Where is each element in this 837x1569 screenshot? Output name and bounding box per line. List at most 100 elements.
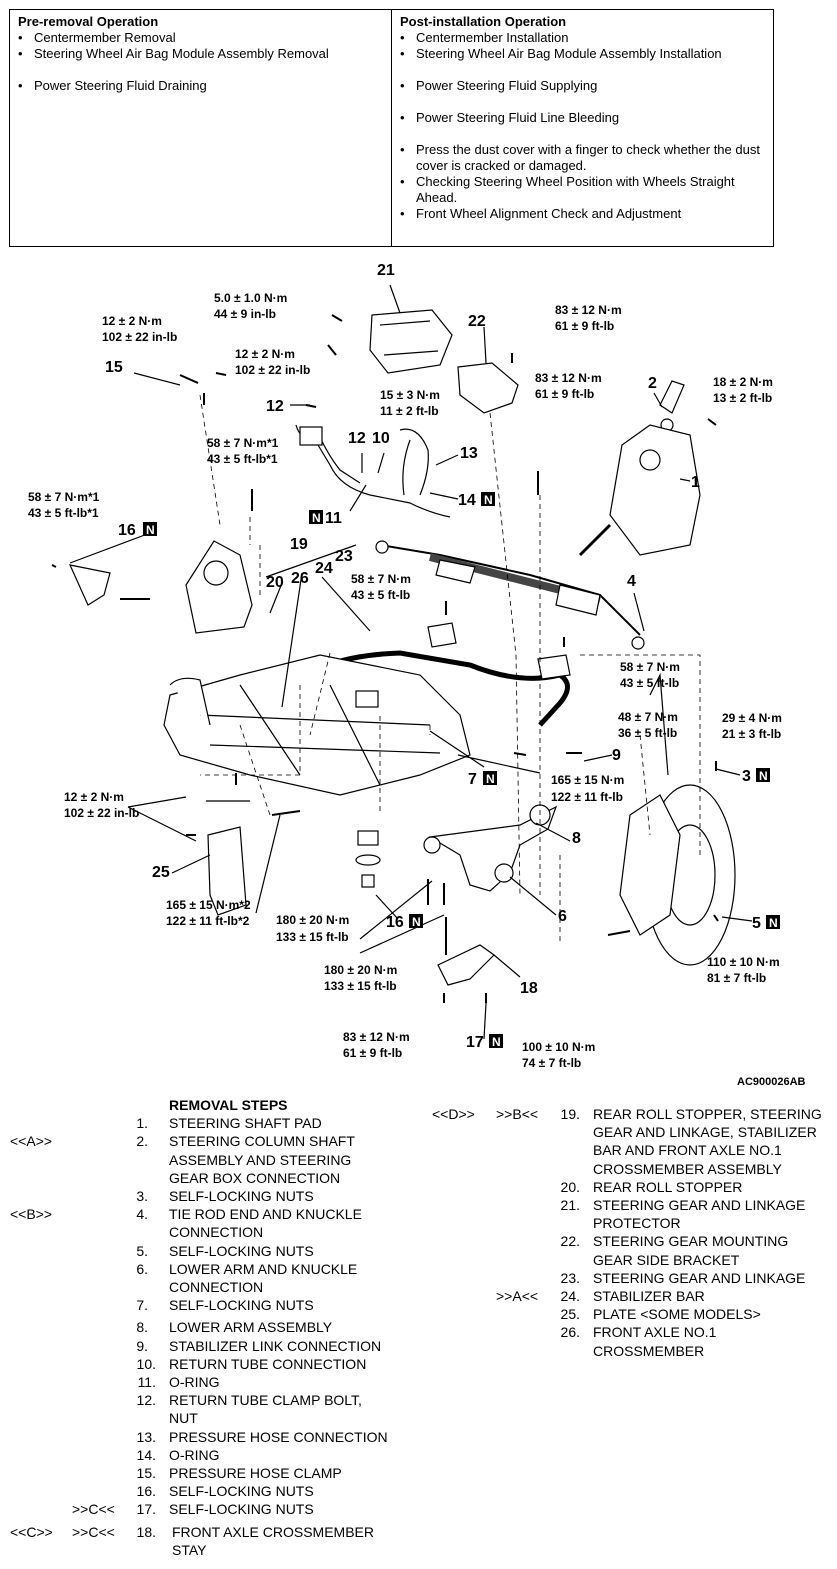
n-badge-5: N — [766, 915, 780, 930]
torque-label: 43 ± 5 ft-lb — [351, 588, 410, 602]
torque-label: 180 ± 20 N·m — [324, 963, 397, 977]
step-text: FRONT AXLE CROSSMEMBER STAY — [172, 1523, 375, 1558]
torque-label: 83 ± 12 N·m — [535, 371, 602, 385]
step-number: 25. — [560, 1306, 580, 1323]
torque-label: 11 ± 2 ft-lb — [380, 404, 439, 418]
torque-label: 12 ± 2 N·m — [102, 314, 162, 328]
torque-label: 18 ± 2 N·m — [713, 375, 773, 389]
torque-label: 122 ± 11 ft-lb*2 — [166, 914, 250, 928]
step-text: PLATE <SOME MODELS> — [593, 1306, 761, 1323]
pre-removal-item: Power Steering Fluid Draining — [18, 78, 383, 94]
callout-15: 15 — [105, 359, 123, 376]
step-text: LOWER ARM ASSEMBLY — [169, 1319, 333, 1336]
svg-text:N: N — [759, 769, 768, 783]
callout-11: 11 — [325, 510, 342, 527]
step-text: TIE ROD END AND KNUCKLE CONNECTION — [169, 1206, 362, 1241]
callout-16a: 16 — [118, 522, 136, 539]
torque-label: 5.0 ± 1.0 N·m — [214, 291, 287, 305]
step-row: 26. FRONT AXLE NO.1 CROSSMEMBER — [0, 1323, 773, 1359]
step-marker-post: >>A<< — [496, 1288, 539, 1305]
callout-12b: 12 — [348, 430, 366, 447]
torque-label: 43 ± 5 ft-lb*1 — [28, 506, 99, 520]
post-installation-item: Centermember Installation — [400, 30, 765, 46]
callout-13: 13 — [460, 445, 478, 462]
callout-4: 4 — [627, 573, 636, 590]
callout-24: 24 — [315, 560, 333, 577]
step-row: 10. RETURN TUBE CONNECTION — [0, 1355, 420, 1373]
callout-9: 9 — [612, 747, 621, 764]
callout-25: 25 — [152, 864, 170, 881]
torque-label: 61 ± 9 ft-lb — [535, 387, 594, 401]
step-row: 14. O-RING — [0, 1446, 420, 1464]
callout-10: 10 — [372, 430, 390, 447]
step-row: >>A<< 24. STABILIZER BAR — [0, 1287, 829, 1305]
step-number: 9. — [136, 1337, 148, 1354]
torque-label: 102 ± 22 in-lb — [64, 806, 139, 820]
removal-steps-right: <<D>> >>B<< 19. REAR ROLL STOPPER, STEER… — [0, 1105, 837, 1360]
step-row: 9. STABILIZER LINK CONNECTION — [0, 1337, 420, 1355]
callout-6: 6 — [558, 908, 567, 925]
svg-text:N: N — [146, 523, 155, 537]
torque-label: 58 ± 7 N·m*1 — [28, 490, 100, 504]
n-badge-16a: N — [143, 522, 157, 537]
post-installation-item: Front Wheel Alignment Check and Adjustme… — [400, 206, 765, 222]
step-number: 20. — [560, 1178, 580, 1195]
step-marker-pre: <<B>> — [10, 1206, 53, 1223]
torque-label: 29 ± 4 N·m — [722, 711, 782, 725]
torque-label: 102 ± 22 in-lb — [235, 363, 310, 377]
pre-removal-list: Centermember Removal Steering Wheel Air … — [18, 30, 383, 94]
torque-label: 74 ± 7 ft-lb — [522, 1056, 581, 1070]
step-text: FRONT AXLE NO.1 CROSSMEMBER — [593, 1324, 717, 1359]
post-installation-item: Checking Steering Wheel Position with Wh… — [400, 174, 765, 206]
torque-label: 36 ± 5 ft-lb — [618, 726, 677, 740]
callout-21: 21 — [377, 262, 395, 279]
callout-22: 22 — [468, 313, 486, 330]
step-row: 8. LOWER ARM ASSEMBLY — [0, 1318, 420, 1336]
step-marker-pre: <<D>> — [432, 1106, 475, 1122]
torque-label: 15 ± 3 N·m — [380, 388, 440, 402]
step-row: 25. PLATE <SOME MODELS> — [0, 1305, 829, 1323]
step-row: 5. SELF-LOCKING NUTS — [0, 1242, 420, 1260]
torque-label: 133 ± 15 ft-lb — [276, 930, 349, 944]
torque-label: 133 ± 15 ft-lb — [324, 979, 397, 993]
step-text: STABILIZER LINK CONNECTION — [169, 1337, 382, 1354]
step-row: <<D>> >>B<< 19. REAR ROLL STOPPER, STEER… — [0, 1105, 829, 1178]
callout-5: 5 — [752, 915, 761, 932]
torque-label: 44 ± 9 in-lb — [214, 307, 276, 321]
torque-label: 100 ± 10 N·m — [522, 1040, 595, 1054]
callout-3: 3 — [742, 768, 751, 785]
torque-label: 58 ± 7 N·m — [351, 572, 411, 586]
post-installation-list: Centermember Installation Steering Wheel… — [400, 30, 765, 222]
step-row: 11. O-RING — [0, 1373, 420, 1391]
step-number: 19. — [560, 1106, 580, 1122]
n-badge-17: N — [489, 1034, 503, 1049]
callout-20: 20 — [266, 574, 284, 591]
post-installation-title: Post-installation Operation — [400, 14, 567, 29]
step-row: 23. STEERING GEAR AND LINKAGE — [0, 1269, 829, 1287]
svg-text:N: N — [492, 1035, 501, 1049]
step-text: LOWER ARM AND KNUCKLE CONNECTION — [169, 1260, 358, 1296]
operations-table: Pre-removal Operation Centermember Remov… — [9, 9, 774, 247]
callout-23: 23 — [335, 548, 353, 565]
step-row: 21. STEERING GEAR AND LINKAGE PROTECTOR — [0, 1196, 829, 1232]
callout-8: 8 — [572, 830, 581, 847]
step-text: SELF-LOCKING NUTS — [169, 1242, 314, 1259]
step-text: RETURN TUBE CLAMP BOLT, NUT — [169, 1392, 362, 1427]
svg-text:N: N — [412, 915, 421, 929]
torque-label: 102 ± 22 in-lb — [102, 330, 177, 344]
step-number: 5. — [136, 1242, 148, 1259]
step-text: STEERING COLUMN SHAFT ASSEMBLY AND STEER… — [169, 1133, 355, 1186]
step-text: SELF-LOCKING NUTS — [169, 1297, 314, 1314]
step-number: 7. — [136, 1297, 148, 1314]
n-badge-14: N — [481, 492, 495, 507]
torque-label: 12 ± 2 N·m — [64, 790, 124, 804]
step-number: 4. — [136, 1206, 148, 1223]
step-marker-post: >>C<< — [72, 1501, 115, 1518]
step-text: STABILIZER BAR — [593, 1288, 705, 1305]
step-number: 14. — [136, 1446, 156, 1463]
step-row: <<A>> 2. STEERING COLUMN SHAFT ASSEMBLY … — [0, 1132, 389, 1187]
step-row: 13. PRESSURE HOSE CONNECTION — [0, 1428, 420, 1446]
step-number: 22. — [560, 1233, 580, 1250]
step-text: SELF-LOCKING NUTS — [169, 1501, 314, 1518]
step-row: 7. SELF-LOCKING NUTS — [0, 1296, 420, 1314]
